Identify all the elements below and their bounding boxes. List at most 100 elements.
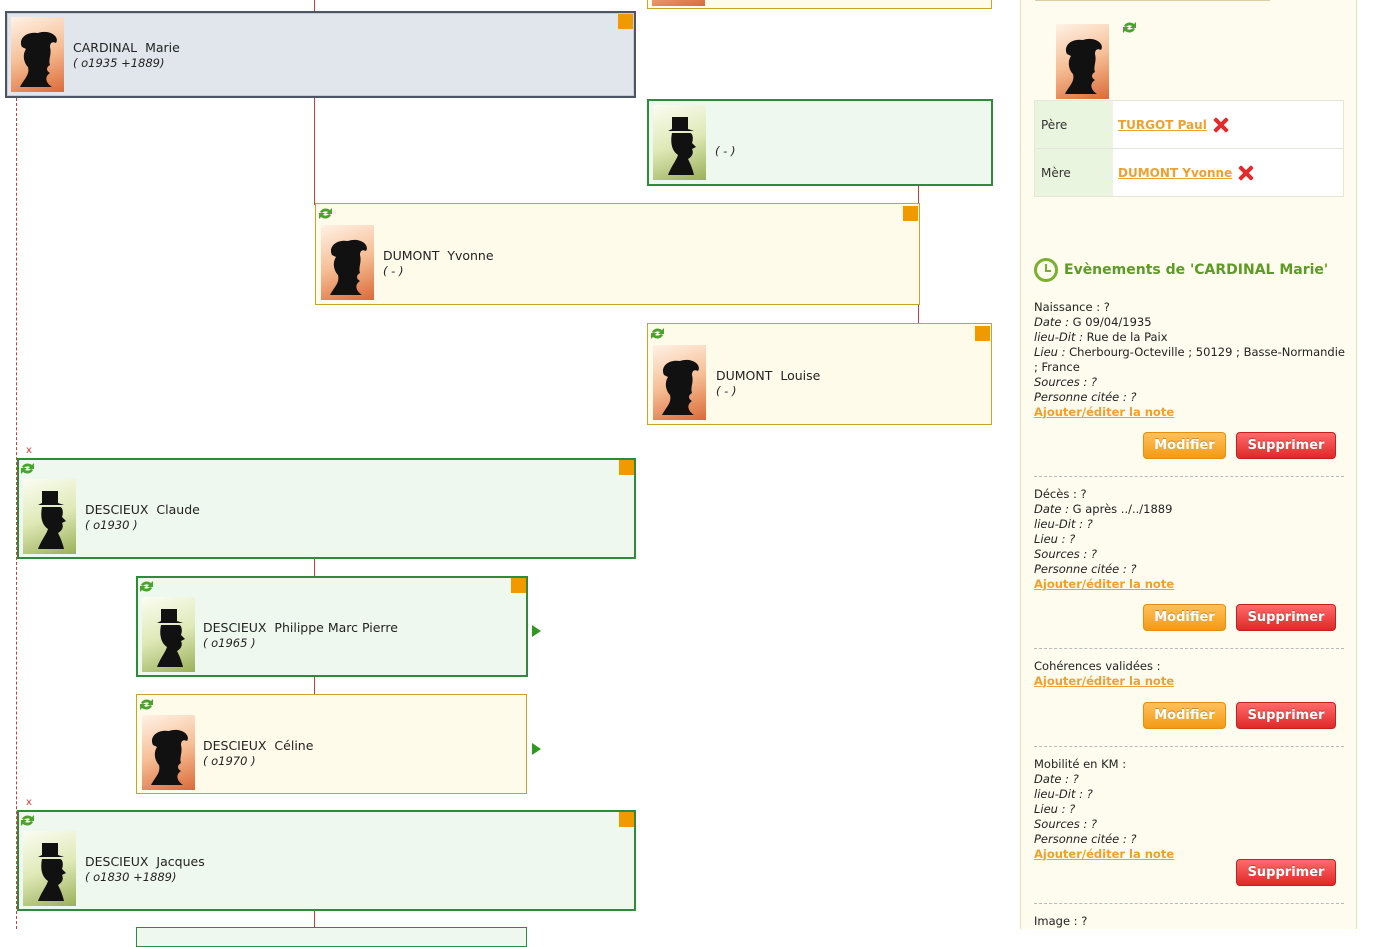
orange-square-icon[interactable] [903,206,918,221]
modify-button[interactable]: Modifier [1143,702,1226,729]
female-silhouette-icon [142,715,195,790]
field-label: Sources : ? [1034,547,1098,561]
field-label: Date : [1034,315,1070,329]
swap-icon[interactable] [317,206,334,221]
delete-button[interactable]: Supprimer [1236,604,1336,631]
tree-link-line [314,557,315,578]
person-card-descieux-claude[interactable]: DESCIEUX Claude ( o1930 ) [17,458,636,559]
event-title: Image : ? [1034,914,1088,928]
unlink-mark[interactable]: x [26,797,32,808]
events-title: Evènements de 'CARDINAL Marie' [1064,262,1329,278]
tree-link-line [314,676,315,696]
divider [1034,648,1344,649]
swap-icon[interactable] [649,326,666,341]
panel-divider [1035,0,1270,1]
relation-label: Mère [1035,149,1113,196]
person-name: DESCIEUX Jacques [85,854,205,869]
edit-note-link[interactable]: Ajouter/éditer la note [1034,577,1175,591]
person-dates: ( o1935 +1889) [73,56,165,70]
tree-link-line [314,909,315,929]
swap-icon[interactable] [138,697,155,712]
expand-arrow-icon[interactable] [532,625,541,637]
orange-square-icon[interactable] [619,812,634,827]
field-value: G 09/04/1935 [1069,315,1152,329]
tree-link-line [314,0,315,205]
field-value: Rue de la Paix [1083,330,1168,344]
person-card-descieux-jacques[interactable]: DESCIEUX Jacques ( o1830 +1889) [17,810,636,911]
person-name: DESCIEUX Philippe Marc Pierre [203,620,398,635]
person-card-partial[interactable] [647,0,992,9]
tree-link-line [918,304,919,324]
swap-icon[interactable] [19,813,36,828]
person-name: DESCIEUX Claude [85,502,200,517]
person-name: DUMONT Yvonne [383,248,494,263]
event-image: Image : ? [1034,914,1346,929]
tree-link-line [918,185,919,205]
person-dates: ( - ) [383,264,404,278]
table-row: Père TURGOT Paul [1035,101,1343,149]
relation-label: Père [1035,101,1113,148]
female-silhouette-icon [321,225,374,300]
field-label: lieu-Dit : ? [1034,787,1093,801]
delete-button[interactable]: Supprimer [1236,432,1336,459]
male-silhouette-icon [653,105,706,180]
father-link[interactable]: TURGOT Paul [1118,117,1207,132]
male-silhouette-icon [142,597,195,672]
person-card-cardinal-marie[interactable]: CARDINAL Marie ( o1935 +1889) [5,11,636,98]
person-dates: ( - ) [715,144,736,158]
person-dates: ( o1830 +1889) [85,870,177,884]
field-label: Lieu : ? [1034,532,1076,546]
orange-square-icon[interactable] [618,14,633,29]
person-card-partial[interactable] [136,927,527,947]
female-silhouette-icon [1056,24,1109,99]
event-title: Cohérences validées : [1034,659,1161,673]
orange-square-icon[interactable] [619,460,634,475]
field-label: lieu-Dit : [1034,330,1083,344]
person-card-dumont-yvonne[interactable]: DUMONT Yvonne ( - ) [315,203,920,305]
delete-button[interactable]: Supprimer [1236,702,1336,729]
female-silhouette-icon [653,345,706,420]
field-value: Cherbourg-Octeville ; 50129 ; Basse-Norm… [1034,345,1345,374]
person-card-unknown[interactable]: ( - ) [647,99,993,186]
swap-icon[interactable] [19,461,36,476]
female-silhouette-icon [11,17,64,92]
field-label: Date : [1034,502,1070,516]
unlink-mark[interactable]: x [26,445,32,456]
edit-note-link[interactable]: Ajouter/éditer la note [1034,405,1175,419]
male-silhouette-icon [23,479,76,554]
event-mobility: Mobilité en KM : Date : ? lieu-Dit : ? L… [1034,757,1346,862]
divider [1034,746,1344,747]
tree-dashed-line [16,98,17,929]
expand-arrow-icon[interactable] [532,743,541,755]
person-card-dumont-louise[interactable]: DUMONT Louise ( - ) [647,323,992,425]
event-title: Naissance : ? [1034,300,1110,314]
parents-table: Père TURGOT Paul Mère DUMONT Yvonne [1034,100,1344,197]
person-card-descieux-celine[interactable]: DESCIEUX Céline ( o1970 ) [136,694,527,794]
swap-icon[interactable] [138,579,155,594]
delete-button[interactable]: Supprimer [1236,859,1336,886]
person-name: CARDINAL Marie [73,40,180,55]
field-label: Date : ? [1034,772,1079,786]
edit-note-link[interactable]: Ajouter/éditer la note [1034,674,1175,688]
field-label: Personne citée : ? [1034,832,1137,846]
orange-square-icon[interactable] [975,326,990,341]
person-photo [652,0,705,6]
delete-x-icon[interactable] [1213,117,1229,133]
person-card-descieux-philippe[interactable]: DESCIEUX Philippe Marc Pierre ( o1965 ) [136,576,528,677]
swap-icon[interactable] [1121,20,1138,35]
events-heading: Evènements de 'CARDINAL Marie' [1034,258,1328,282]
field-label: Personne citée : ? [1034,562,1137,576]
field-label: lieu-Dit : ? [1034,517,1093,531]
field-label: Sources : ? [1034,375,1098,389]
event-death: Décès : ? Date : G après ../../1889 lieu… [1034,487,1346,592]
table-row: Mère DUMONT Yvonne [1035,149,1343,196]
modify-button[interactable]: Modifier [1143,432,1226,459]
male-silhouette-icon [23,831,76,906]
event-birth: Naissance : ? Date : G 09/04/1935 lieu-D… [1034,300,1346,420]
delete-x-icon[interactable] [1238,165,1254,181]
orange-square-icon[interactable] [511,578,526,593]
divider [1034,476,1344,477]
modify-button[interactable]: Modifier [1143,604,1226,631]
mother-link[interactable]: DUMONT Yvonne [1118,165,1233,180]
edit-note-link[interactable]: Ajouter/éditer la note [1034,847,1175,861]
